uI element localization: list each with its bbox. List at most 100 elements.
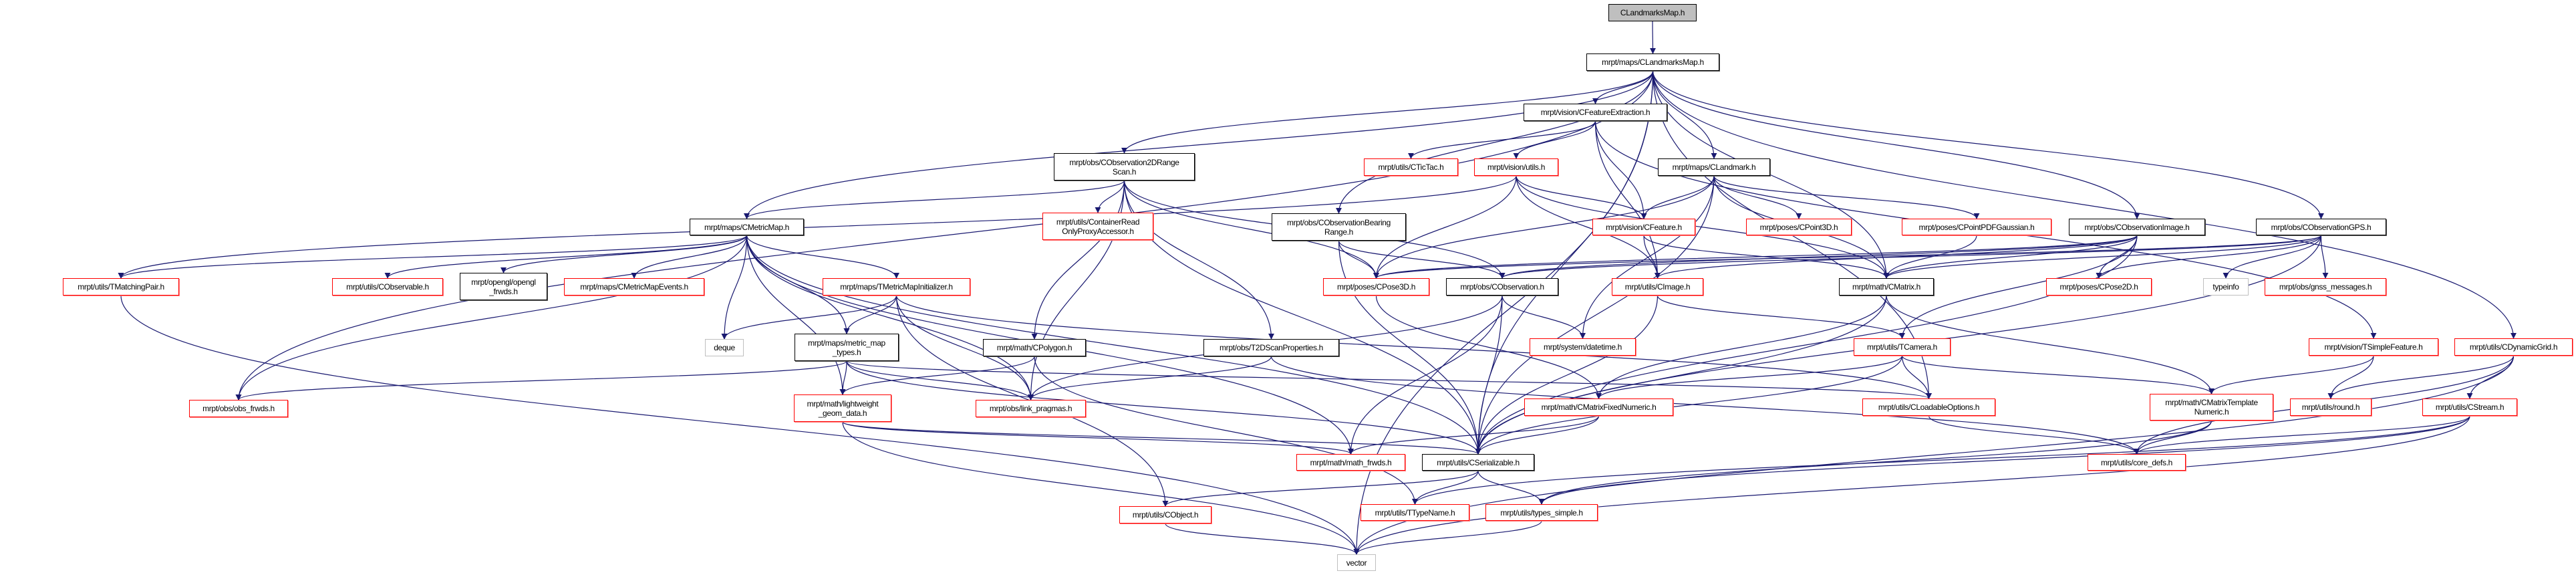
edge-range2d-to-containerro: [1095, 180, 1125, 213]
node-image[interactable]: mrpt/utils/CImage.h: [1612, 278, 1703, 296]
edge-tcamera-to-mfixed: [1596, 355, 1903, 399]
edge-obsgps-to-observation: [1499, 235, 2322, 279]
edge-lmmap-to-obsimage: [1652, 70, 2140, 219]
node-openglfrwds[interactable]: mrpt/opengl/opengl _frwds.h: [460, 273, 547, 300]
node-mmtypes[interactable]: mrpt/maps/metric_map _types.h: [795, 334, 899, 361]
node-obsgps[interactable]: mrpt/obs/CObservationGPS.h: [2256, 219, 2386, 235]
node-mapevents[interactable]: mrpt/maps/CMetricMapEvents.h: [564, 278, 704, 296]
node-datetime[interactable]: mrpt/system/datetime.h: [1530, 338, 1636, 356]
node-matrix[interactable]: mrpt/math/CMatrix.h: [1839, 278, 1934, 296]
edge-tcamera-to-mtemplate: [1901, 355, 2214, 394]
edge-t2dscan-to-coredefs: [1270, 356, 2140, 455]
edge-metricmap-to-tmatching: [118, 235, 748, 279]
node-typessimple[interactable]: mrpt/utils/types_simple.h: [1485, 504, 1598, 521]
node-tcamera[interactable]: mrpt/utils/TCamera.h: [1854, 338, 1951, 356]
node-metricmap[interactable]: mrpt/maps/CMetricMap.h: [690, 219, 804, 235]
edge-observation-to-mathfrwds: [1348, 295, 1503, 455]
node-featext[interactable]: mrpt/vision/CFeatureExtraction.h: [1524, 104, 1667, 121]
node-serializable[interactable]: mrpt/utils/CSerializable.h: [1422, 454, 1534, 471]
edge-mfixed-to-serializable: [1475, 415, 1600, 455]
node-landmark[interactable]: mrpt/maps/CLandmark.h: [1658, 158, 1770, 176]
node-pose3d[interactable]: mrpt/poses/CPose3D.h: [1323, 278, 1429, 296]
node-containerro[interactable]: mrpt/utils/ContainerRead OnlyProxyAccess…: [1042, 213, 1153, 240]
node-ttypename[interactable]: mrpt/utils/TTypeName.h: [1361, 504, 1469, 521]
edge-lwgeom-to-vector: [842, 421, 1360, 555]
edge-serializable-to-cobject: [1162, 470, 1479, 507]
node-t2dscan[interactable]: mrpt/obs/T2DScanProperties.h: [1203, 339, 1339, 356]
node-round[interactable]: mrpt/utils/round.h: [2290, 398, 2372, 416]
edge-landmark-to-pose3d: [1373, 175, 1715, 279]
node-cobject[interactable]: mrpt/utils/CObject.h: [1119, 506, 1211, 524]
node-obsfrwds[interactable]: mrpt/obs/obs_frwds.h: [189, 400, 288, 417]
edge-metricmap-to-mapevents: [631, 235, 748, 279]
node-pointpdf[interactable]: mrpt/poses/CPointPDFGaussian.h: [1902, 219, 2051, 235]
node-mtemplate[interactable]: mrpt/math/CMatrixTemplate Numeric.h: [2150, 394, 2273, 421]
node-feature[interactable]: mrpt/vision/CFeature.h: [1592, 219, 1695, 235]
edge-typessimple-to-vector: [1353, 520, 1542, 555]
edge-lmmap-to-obsgps: [1652, 70, 2324, 219]
node-obsimage[interactable]: mrpt/obs/CObservationImage.h: [2069, 219, 2205, 235]
node-tmatching[interactable]: mrpt/utils/TMatchingPair.h: [63, 278, 179, 296]
node-polygon[interactable]: mrpt/math/CPolygon.h: [983, 339, 1086, 356]
node-observable[interactable]: mrpt/utils/CObservable.h: [332, 278, 443, 296]
node-point3d[interactable]: mrpt/poses/CPoint3D.h: [1746, 219, 1852, 235]
edge-lwgeom-to-mathfrwds: [842, 421, 1354, 455]
edge-polygon-to-lwgeom: [839, 356, 1035, 395]
node-tictac[interactable]: mrpt/utils/CTicTac.h: [1364, 158, 1458, 176]
edge-obsgps-to-pose3d: [1373, 235, 2322, 279]
node-linkpragmas[interactable]: mrpt/obs/link_pragmas.h: [976, 400, 1086, 417]
node-bearing[interactable]: mrpt/obs/CObservationBearing Range.h: [1272, 213, 1406, 241]
node-lmmap[interactable]: mrpt/maps/CLandmarksMap.h: [1586, 53, 1719, 71]
node-loadable[interactable]: mrpt/utils/CLoadableOptions.h: [1862, 398, 1995, 416]
node-tmapinit[interactable]: mrpt/maps/TMetricMapInitializer.h: [823, 278, 970, 296]
node-deque: deque: [705, 339, 744, 356]
edge-lmmap-to-landmark: [1652, 70, 1717, 159]
edge-obsgps-to-typeinfo: [2223, 235, 2322, 279]
edge-observation-to-serializable: [1475, 295, 1503, 455]
edge-landmark-to-serializable: [1475, 175, 1715, 455]
node-lwgeom[interactable]: mrpt/math/lightweight _geom_data.h: [794, 394, 891, 422]
edge-mmtypes-to-serializable: [846, 360, 1481, 455]
node-tsimple[interactable]: mrpt/vision/TSimpleFeature.h: [2309, 338, 2438, 356]
node-cstream[interactable]: mrpt/utils/CStream.h: [2422, 398, 2517, 416]
edge-dyngrid-to-round: [2327, 355, 2515, 399]
edge-obsimage-to-tcamera: [1899, 235, 2138, 339]
edge-range2d-to-pose3d: [1123, 180, 1379, 279]
node-visutils[interactable]: mrpt/vision/utils.h: [1474, 158, 1558, 176]
edge-loadable-to-coredefs: [1928, 415, 2140, 455]
edge-bearing-to-serializable: [1338, 240, 1481, 455]
node-range2d[interactable]: mrpt/obs/CObservation2DRange Scan.h: [1054, 153, 1195, 181]
edge-visutils-to-pose3d: [1373, 175, 1517, 279]
edge-mmtypes-to-linkpragmas: [846, 360, 1034, 400]
edge-tmatching-to-vector: [120, 295, 1360, 555]
edge-tcamera-to-serializable: [1475, 355, 1903, 455]
edge-tsimple-to-round: [2327, 355, 2374, 399]
node-pose2d[interactable]: mrpt/poses/CPose2D.h: [2046, 278, 2152, 296]
edge-metricmap-to-lwgeom: [746, 235, 846, 395]
edge-t2dscan-to-linkpragmas: [1028, 356, 1272, 400]
edge-landmark-to-feature: [1640, 175, 1715, 219]
edge-metricmap-to-deque: [721, 235, 748, 340]
edge-landmark-to-pointpdf: [1713, 175, 1980, 219]
node-coredefs[interactable]: mrpt/utils/core_defs.h: [2088, 454, 2186, 471]
edge-tmapinit-to-mmtypes: [843, 295, 897, 334]
edge-pose3d-to-mfixed: [1375, 295, 1602, 399]
edge-tcamera-to-loadable: [1901, 355, 1932, 399]
edge-metricmap-to-serializable: [746, 235, 1481, 455]
node-gnss[interactable]: mrpt/obs/gnss_messages.h: [2265, 278, 2386, 296]
edge-image-to-tcamera: [1657, 295, 1905, 339]
edge-tsimple-to-mtemplate: [2208, 355, 2374, 394]
edge-featext-to-tictac: [1408, 120, 1596, 159]
edge-tmapinit-to-linkpragmas: [895, 295, 1034, 400]
edge-range2d-to-polygon: [1031, 180, 1125, 340]
node-dyngrid[interactable]: mrpt/utils/CDynamicGrid.h: [2454, 338, 2573, 356]
edge-lwgeom-to-serializable: [842, 421, 1481, 455]
edge-cstream-to-ttypename: [1412, 415, 2470, 505]
edge-matrix-to-serializable: [1475, 295, 1887, 455]
node-observation[interactable]: mrpt/obs/CObservation.h: [1446, 278, 1558, 296]
node-mfixed[interactable]: mrpt/math/CMatrixFixedNumeric.h: [1524, 398, 1673, 416]
edge-obsimage-to-pose3d: [1373, 235, 2138, 279]
edge-obsgps-to-gnss: [2320, 235, 2329, 279]
node-mathfrwds[interactable]: mrpt/math/math_frwds.h: [1296, 454, 1405, 471]
